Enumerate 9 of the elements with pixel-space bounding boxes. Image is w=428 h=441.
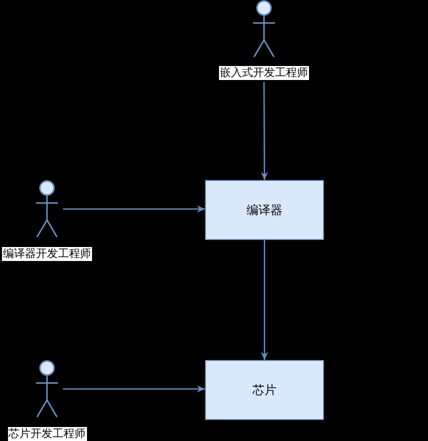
person-label: 芯片开发工程师 [8,427,86,441]
process-box: 芯片 [205,360,324,420]
process-box: 编译器 [205,180,324,240]
person-label: 嵌入式开发工程师 [219,66,309,80]
arrow [260,82,268,180]
arrow [63,205,205,213]
arrow [260,240,268,360]
person-label: 编译器开发工程师 [2,247,92,261]
arrow [63,385,205,393]
